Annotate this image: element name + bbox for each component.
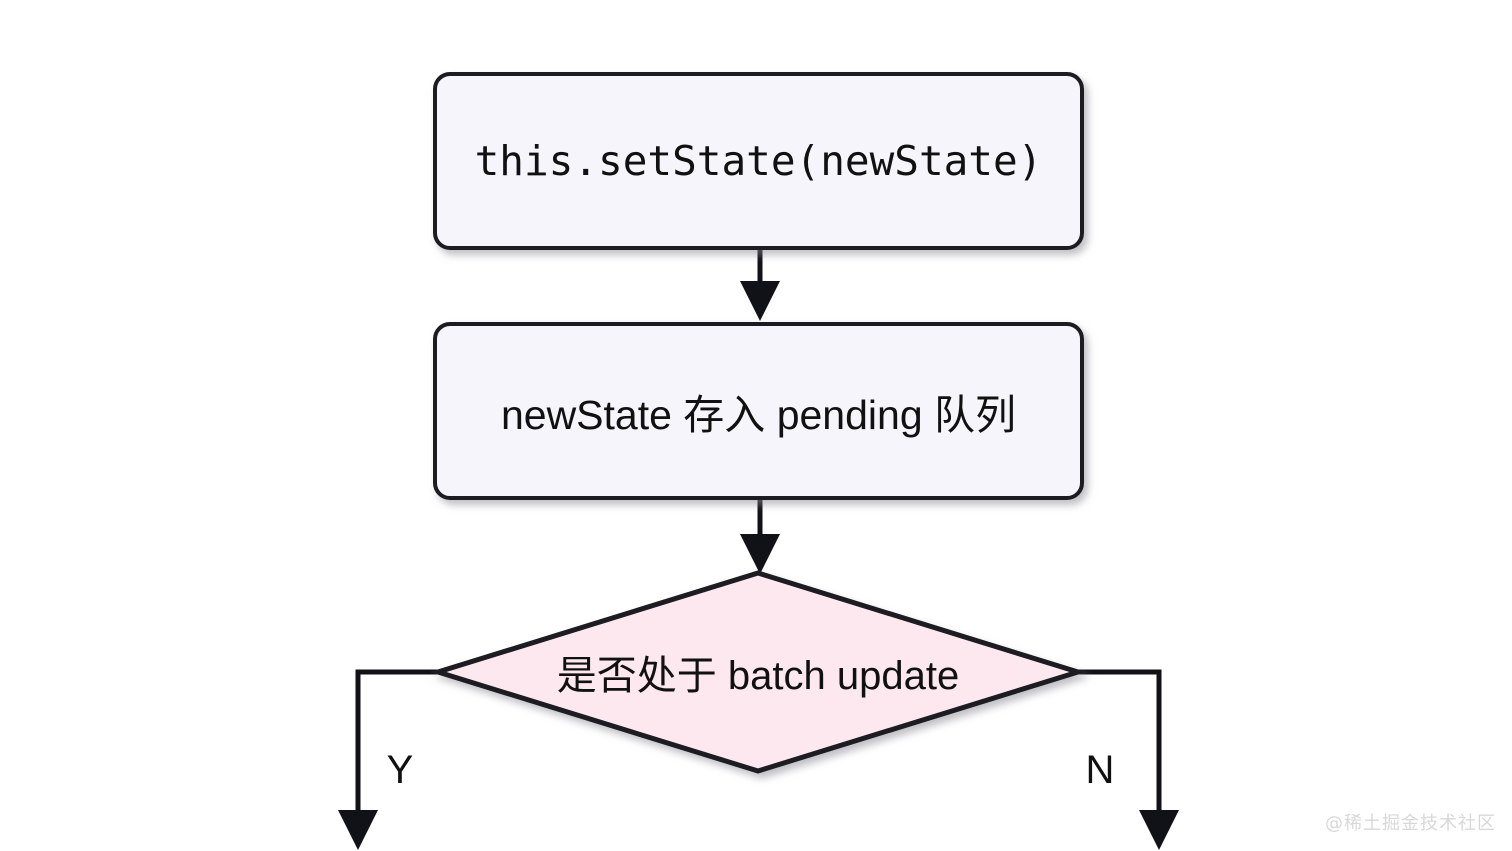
edge-decision-no	[1078, 669, 1179, 850]
edge-label-yes: Y	[386, 748, 414, 792]
watermark: @稀土掘金技术社区	[1325, 813, 1496, 834]
node-setstate[interactable]	[433, 72, 1084, 250]
edge-label-no: N	[1085, 748, 1115, 792]
node-pending-queue[interactable]	[433, 322, 1084, 500]
node-batch-update-decision[interactable]	[429, 570, 1087, 774]
edge-decision-yes	[338, 669, 438, 850]
